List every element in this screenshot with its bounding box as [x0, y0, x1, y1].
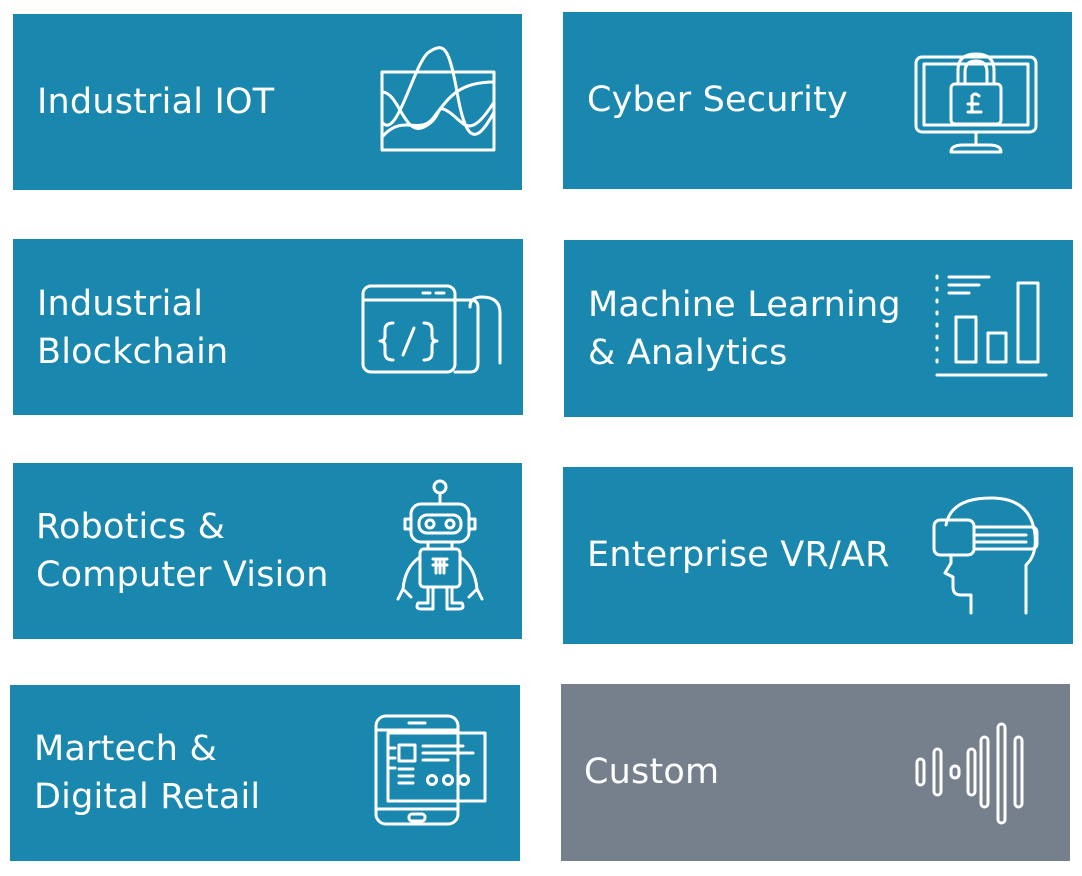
monitor-lock-icon [913, 42, 1039, 157]
tile-label: Industrial Blockchain [37, 284, 229, 372]
tablet-card-icon [373, 713, 488, 827]
tile-label: Custom [584, 752, 720, 792]
tile-label: Industrial IOT [37, 82, 275, 122]
code-scroll-icon [360, 283, 505, 375]
tile-custom[interactable]: Custom [561, 684, 1070, 861]
bar-chart-icon [934, 273, 1049, 378]
tile-cyber-security[interactable]: Cyber Security [563, 12, 1072, 189]
tile-martech-digital-retail[interactable]: Martech & Digital Retail [10, 685, 520, 861]
tile-label: Robotics & Computer Vision [36, 507, 329, 595]
robot-icon [393, 479, 487, 615]
wave-chart-icon [379, 42, 499, 154]
tile-label: Martech & Digital Retail [34, 729, 261, 817]
vr-headset-icon [931, 495, 1041, 615]
sound-wave-icon [914, 721, 1034, 826]
tile-label: Machine Learning & Analytics [588, 285, 901, 373]
tile-enterprise-vr-ar[interactable]: Enterprise VR/AR [563, 467, 1073, 644]
tile-robotics-computer-vision[interactable]: Robotics & Computer Vision [13, 463, 522, 639]
tile-label: Cyber Security [587, 80, 848, 120]
tile-label: Enterprise VR/AR [587, 535, 890, 575]
tile-industrial-iot[interactable]: Industrial IOT [13, 14, 522, 190]
tile-industrial-blockchain[interactable]: Industrial Blockchain [13, 239, 523, 415]
tile-machine-learning-analytics[interactable]: Machine Learning & Analytics [564, 240, 1073, 417]
